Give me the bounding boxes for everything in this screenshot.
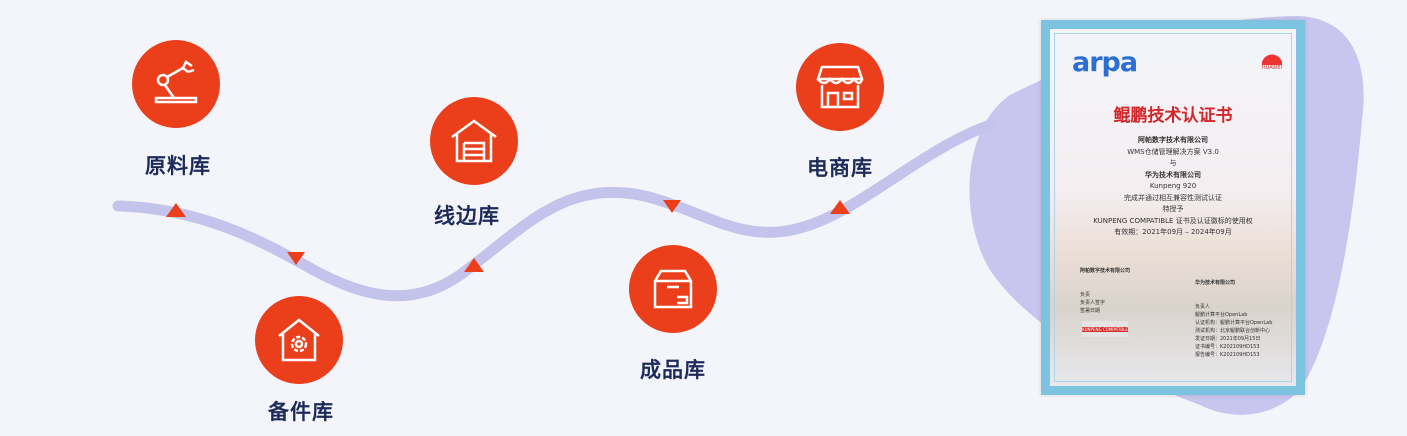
cert-line: 特授予 — [1162, 205, 1184, 213]
arrow-up-marker — [830, 200, 850, 214]
certificate-title: 鲲鹏技术认证书 — [1113, 106, 1233, 126]
cert-line: Kunpeng 920 — [1149, 182, 1197, 190]
arrow-up-marker — [166, 203, 186, 217]
kunpeng-compatible-badge: KUNPENG COMPATIBLE — [1082, 321, 1128, 337]
arrow-down-marker — [663, 200, 681, 213]
arrow-up-marker — [464, 258, 484, 272]
arpa-logo: arpa — [1072, 47, 1138, 78]
store-icon — [816, 65, 864, 109]
box-icon — [653, 269, 693, 309]
line-side-node[interactable] — [430, 97, 518, 185]
cert-line: 华为技术有限公司 — [1145, 170, 1201, 179]
raw-material-label: 原料库 — [145, 154, 211, 178]
cert-line: KUNPENG COMPATIBLE 证书及认证徽标的使用权 — [1093, 216, 1253, 225]
arrow-down-marker — [287, 252, 305, 265]
ecommerce-node[interactable] — [796, 43, 884, 131]
finished-goods-node[interactable] — [629, 245, 717, 333]
left-signature-block: 阿帕数字技术有限公司 负责 负责人签字 签署日期 — [1080, 268, 1131, 314]
gear-house-icon — [278, 318, 320, 362]
kunpeng-certificate[interactable]: arpa HUAWEI 鲲鹏技术认证书 阿帕数字技术有限公司 WMS仓储管理解决… — [1041, 20, 1305, 395]
cert-line: 与 — [1169, 159, 1177, 167]
ecommerce-label: 电商库 — [807, 156, 873, 180]
cert-line: 有效期：2021年09月 – 2024年09月 — [1114, 228, 1232, 236]
certificate-body: 阿帕数字技术有限公司 WMS仓储管理解决方案 V3.0 与 华为技术有限公司 K… — [1050, 135, 1296, 239]
raw-material-node[interactable] — [132, 40, 220, 128]
line-side-label: 线边库 — [434, 204, 500, 228]
huawei-logo: HUAWEI — [1262, 51, 1282, 71]
garage-icon — [451, 119, 497, 163]
cert-line: WMS仓储管理解决方案 V3.0 — [1127, 147, 1219, 156]
finished-goods-label: 成品库 — [640, 358, 706, 382]
robot-arm-icon — [154, 60, 198, 104]
route-line — [112, 119, 996, 302]
cert-line: 阿帕数字技术有限公司 — [1138, 136, 1208, 144]
right-signature-block: 华为技术有限公司 负责人 鲲鹏计算平台OpenLab 认证机构：鲲鹏计算平台Op… — [1195, 280, 1273, 358]
cert-line: 完成并通过相互兼容性测试认证 — [1124, 193, 1222, 202]
certificate-border — [1054, 33, 1292, 382]
spare-parts-node[interactable] — [255, 296, 343, 384]
spare-parts-label: 备件库 — [268, 400, 334, 424]
